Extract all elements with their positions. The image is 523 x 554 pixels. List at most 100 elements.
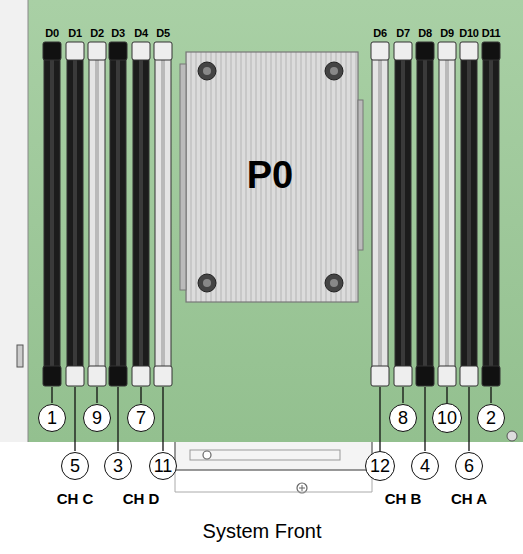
slot-latch	[88, 42, 106, 60]
slot-body	[89, 44, 105, 384]
callout-circle: 8	[389, 404, 417, 432]
slot-latch	[416, 366, 434, 386]
slot-label: D7	[396, 28, 409, 39]
slot-body	[461, 44, 477, 384]
slot-body	[439, 44, 455, 384]
callout-number: 7	[136, 409, 146, 427]
leader-line	[51, 387, 52, 403]
slot-body	[395, 44, 411, 384]
callout-circle: 10	[432, 403, 462, 433]
dimm-slot	[416, 42, 434, 386]
callout-circle: 6	[455, 452, 483, 480]
callout-number: 6	[464, 457, 474, 475]
callout-circle: 5	[61, 452, 89, 480]
orientation-label: System Front	[203, 521, 322, 541]
slot-body	[417, 44, 433, 384]
slot-groove	[139, 60, 143, 368]
callout-circle: 2	[477, 404, 505, 432]
leader-line	[468, 387, 469, 451]
callout-number: 4	[420, 457, 430, 475]
slot-body	[155, 44, 171, 384]
dimm-slot	[109, 42, 127, 386]
slot-latch	[109, 366, 127, 386]
slot-label: D10	[459, 28, 478, 39]
slot-latch	[43, 366, 61, 386]
slot-latch	[109, 42, 127, 60]
slot-latch	[43, 42, 61, 60]
slot-latch	[394, 42, 412, 60]
callout-number: 10	[437, 409, 457, 427]
slot-body	[44, 44, 60, 384]
slot-label: D11	[482, 28, 501, 39]
slot-latch	[438, 42, 456, 60]
callout-circle: 3	[104, 452, 132, 480]
heatsink	[180, 52, 363, 302]
callout-number: 12	[370, 457, 390, 475]
dimm-slot	[154, 42, 172, 386]
slot-groove	[401, 60, 405, 368]
slot-label: D6	[373, 28, 386, 39]
slot-latch	[66, 366, 84, 386]
slot-latch	[394, 366, 412, 386]
dimm-slot	[482, 42, 500, 386]
slot-groove	[445, 60, 449, 368]
leader-line	[117, 387, 118, 451]
dimm-slot	[460, 42, 478, 386]
callout-number: 5	[70, 457, 80, 475]
slot-label: D0	[45, 28, 58, 39]
cpu-heatsink: P0	[220, 150, 320, 200]
callout-number: 1	[47, 409, 57, 427]
processor-label: P0	[247, 156, 293, 194]
callout-circle: 4	[411, 452, 439, 480]
slot-label: D2	[90, 28, 103, 39]
slot-latch	[88, 366, 106, 386]
slot-body	[67, 44, 83, 384]
dimm-slot	[43, 42, 61, 386]
leader-line	[96, 387, 97, 403]
dimm-slot	[394, 42, 412, 386]
dimm-slot	[371, 42, 389, 386]
slot-latch	[460, 42, 478, 60]
channel-label: CH A	[451, 491, 487, 506]
slot-body	[110, 44, 126, 384]
callout-number: 9	[92, 409, 102, 427]
leader-line	[162, 387, 163, 451]
slot-latch	[371, 366, 389, 386]
slot-label: D4	[134, 28, 147, 39]
callout-circle: 1	[38, 404, 66, 432]
leader-line	[424, 387, 425, 451]
leader-line	[490, 387, 491, 403]
dimm-slot	[88, 42, 106, 386]
slot-groove	[467, 60, 471, 368]
slot-latch	[154, 366, 172, 386]
slot-label: D1	[68, 28, 81, 39]
leader-line	[402, 387, 403, 403]
callout-circle: 11	[149, 452, 177, 480]
slot-body	[372, 44, 388, 384]
slot-body	[133, 44, 149, 384]
leader-line	[446, 387, 447, 403]
motherboard	[28, 0, 523, 442]
slot-label: D9	[440, 28, 453, 39]
slot-label: D8	[418, 28, 431, 39]
channel-label: CH D	[123, 491, 160, 506]
slot-groove	[95, 60, 99, 368]
slot-groove	[116, 60, 120, 368]
leader-line	[74, 387, 75, 451]
callout-circle: 12	[365, 451, 395, 481]
slot-latch	[482, 366, 500, 386]
slot-groove	[423, 60, 427, 368]
slot-latch	[154, 42, 172, 60]
slot-groove	[378, 60, 382, 368]
slot-groove	[73, 60, 77, 368]
leader-line	[140, 387, 141, 403]
slot-latch	[66, 42, 84, 60]
callout-number: 2	[486, 409, 496, 427]
slot-groove	[489, 60, 493, 368]
slot-latch	[482, 42, 500, 60]
slot-groove	[161, 60, 165, 368]
slot-latch	[132, 366, 150, 386]
callout-number: 11	[154, 457, 173, 475]
dimm-slot	[66, 42, 84, 386]
slot-body	[483, 44, 499, 384]
